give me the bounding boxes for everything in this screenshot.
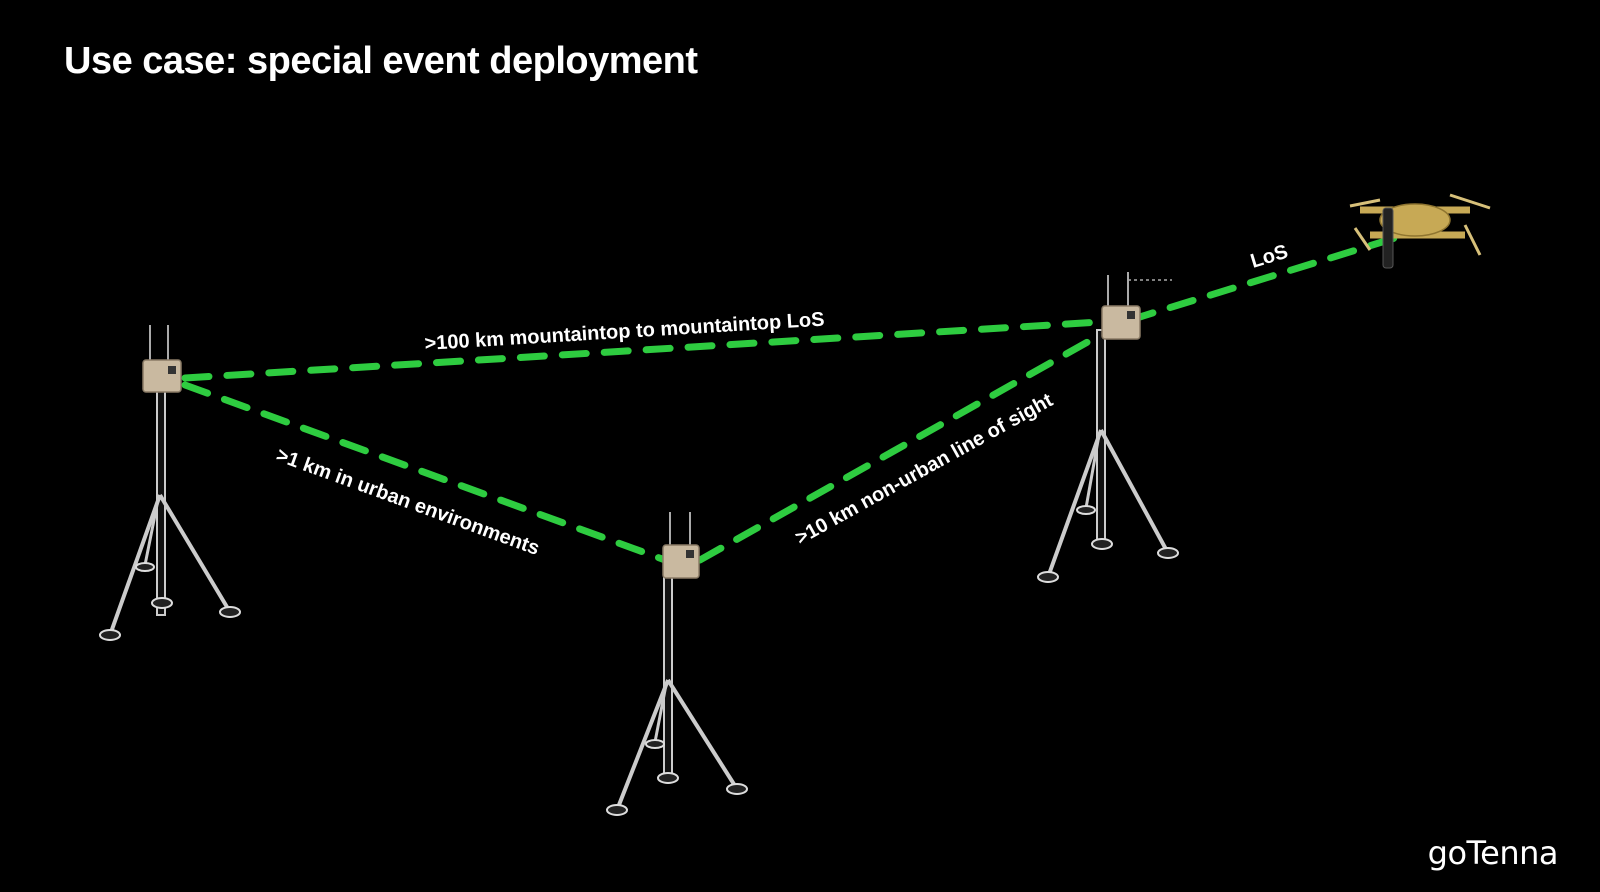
link-label-center-right: >10 km non-urban line of sight <box>792 389 1057 549</box>
slide-title: Use case: special event deployment <box>64 40 698 82</box>
link-left-center <box>181 381 669 564</box>
radio-device-icon <box>142 359 182 393</box>
radio-device-icon <box>1101 305 1141 340</box>
drone-icon <box>1349 193 1491 269</box>
mast-radio-center <box>606 512 748 816</box>
link-left-right <box>181 318 1104 382</box>
link-label-right-drone: LoS <box>1248 241 1291 273</box>
radio-device-icon <box>662 544 700 579</box>
mast-radio-right <box>1037 272 1179 583</box>
link-center-right <box>696 331 1104 564</box>
link-right-drone <box>1126 234 1399 324</box>
gotenna-logo: goTenna <box>1427 834 1559 872</box>
mast-radio-left <box>99 325 241 641</box>
